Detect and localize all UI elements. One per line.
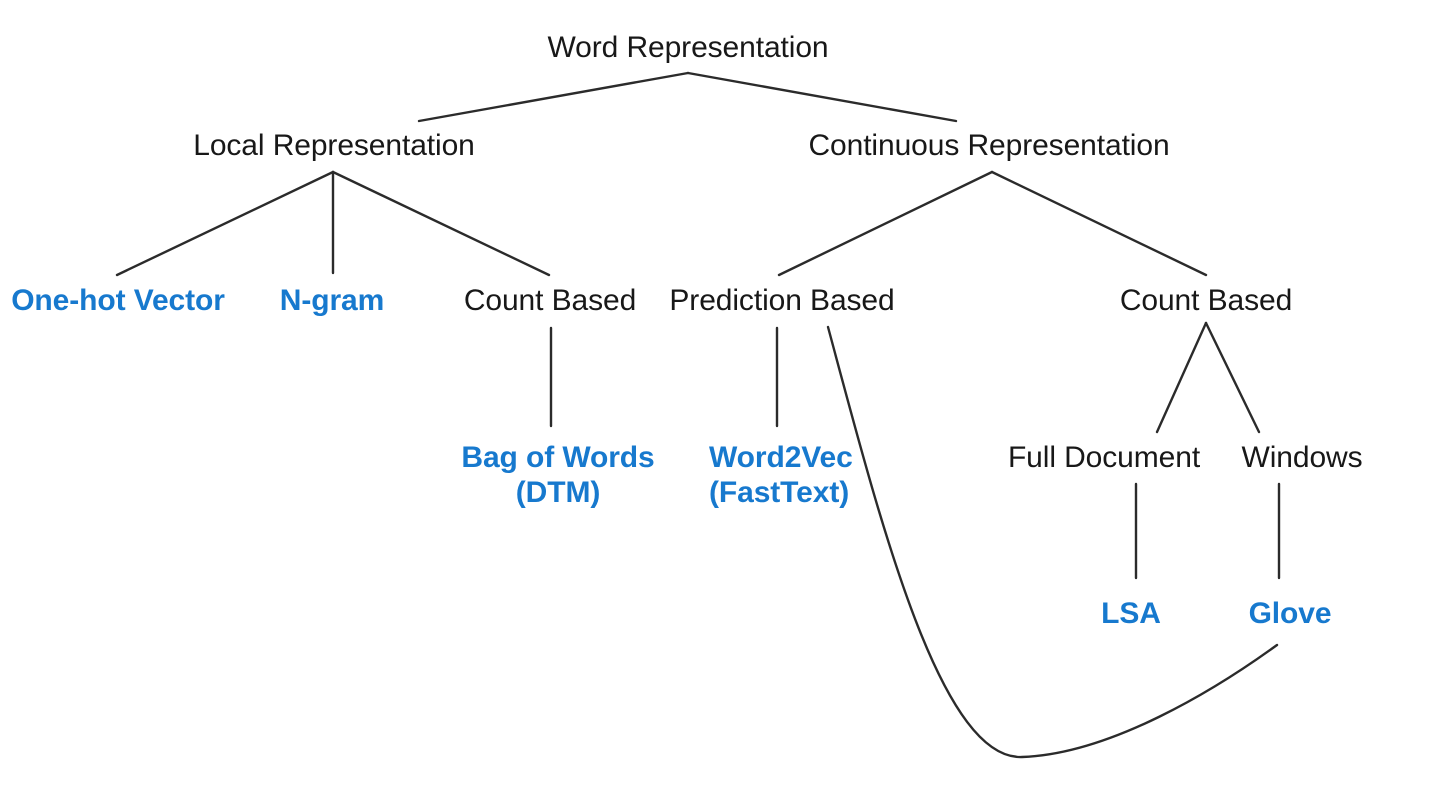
node-word2vec[interactable]: Word2Vec (FastText) xyxy=(709,441,853,511)
edge-count-based-to-windows xyxy=(1204,321,1261,434)
node-bag-of-words-line-1: Bag of Words xyxy=(461,441,655,474)
node-lsa[interactable]: LSA xyxy=(1101,597,1161,630)
node-one-hot-vector[interactable]: One-hot Vector xyxy=(11,284,225,317)
edge-local-to-one-hot xyxy=(115,170,335,277)
node-prediction-based[interactable]: Prediction Based xyxy=(669,284,895,317)
node-glove[interactable]: Glove xyxy=(1248,597,1332,630)
node-word-representation[interactable]: Word Representation xyxy=(547,31,829,64)
edge-continuous-to-prediction-based xyxy=(777,170,994,277)
node-count-based-continuous[interactable]: Count Based xyxy=(1119,284,1293,317)
node-bag-of-words[interactable]: Bag of Words (DTM) xyxy=(461,441,654,511)
edge-root-to-local xyxy=(417,71,690,123)
node-n-gram[interactable]: N-gram xyxy=(279,284,385,317)
node-full-document[interactable]: Full Document xyxy=(1007,441,1201,474)
node-local-representation[interactable]: Local Representation xyxy=(193,129,475,162)
edge-root-to-continuous xyxy=(686,71,958,123)
node-word2vec-line-2: (FastText) xyxy=(709,475,850,509)
edge-count-based-to-full-document xyxy=(1155,321,1208,434)
edge-continuous-to-count-based xyxy=(990,170,1208,277)
node-windows[interactable]: Windows xyxy=(1241,441,1363,474)
node-count-based-local[interactable]: Count Based xyxy=(463,284,637,317)
node-bag-of-words-line-2: (DTM) xyxy=(515,475,601,509)
node-continuous-representation[interactable]: Continuous Representation xyxy=(808,129,1170,162)
node-word2vec-line-1: Word2Vec xyxy=(709,441,853,474)
edge-local-to-count-based xyxy=(331,170,551,277)
edge-prediction-based-to-glove xyxy=(826,325,1279,759)
